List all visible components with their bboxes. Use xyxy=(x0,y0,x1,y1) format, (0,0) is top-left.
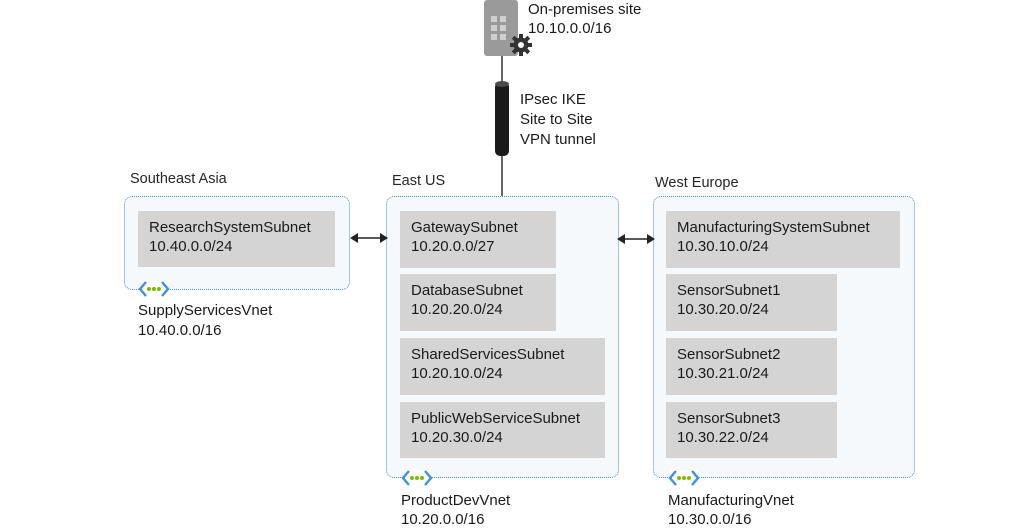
subnet-cidr: 10.30.10.0/24 xyxy=(677,238,769,255)
tunnel-label-3: VPN tunnel xyxy=(520,131,596,148)
subnet-cidr: 10.20.10.0/24 xyxy=(411,365,503,382)
subnet-sensor-3: SensorSubnet3 10.30.22.0/24 xyxy=(666,402,837,458)
vnet-manufacturing: ManufacturingSystemSubnet 10.30.10.0/24 … xyxy=(653,196,915,478)
region-west-europe: West Europe xyxy=(655,175,739,191)
tunnel-label-2: Site to Site xyxy=(520,111,593,128)
tunnel-label-1: IPsec IKE xyxy=(520,91,586,108)
subnet-sensor-1: SensorSubnet1 10.30.20.0/24 xyxy=(666,274,837,331)
onprem-cidr: 10.10.0.0/16 xyxy=(528,20,612,37)
subnet-sensor-2: SensorSubnet2 10.30.21.0/24 xyxy=(666,338,837,395)
subnet-public-web-service: PublicWebServiceSubnet 10.20.30.0/24 xyxy=(400,402,605,458)
subnet-cidr: 10.20.20.0/24 xyxy=(411,301,503,318)
vnet-name-manufacturing: ManufacturingVnet xyxy=(668,492,794,509)
vnet-cidr-product-dev: 10.20.0.0/16 xyxy=(401,511,485,528)
vnet-supply-services: ResearchSystemSubnet 10.40.0.0/24 xyxy=(124,196,350,290)
subnet-gateway: GatewaySubnet 10.20.0.0/27 xyxy=(400,211,556,268)
vnet-cidr-manufacturing: 10.30.0.0/16 xyxy=(668,511,752,528)
subnet-name: SensorSubnet3 xyxy=(677,410,781,427)
vnet-cidr-supply: 10.40.0.0/16 xyxy=(138,322,222,339)
virtual-network-icon xyxy=(401,470,433,486)
subnet-cidr: 10.20.30.0/24 xyxy=(411,429,503,446)
subnet-name: ManufacturingSystemSubnet xyxy=(677,219,870,236)
subnet-name: SharedServicesSubnet xyxy=(411,346,565,363)
subnet-name: SensorSubnet1 xyxy=(677,282,781,299)
subnet-manufacturing-system: ManufacturingSystemSubnet 10.30.10.0/24 xyxy=(666,211,900,268)
region-east-us: East US xyxy=(392,173,446,189)
virtual-network-icon xyxy=(138,281,170,297)
subnet-cidr: 10.30.22.0/24 xyxy=(677,429,769,446)
subnet-cidr: 10.40.0.0/24 xyxy=(149,238,233,255)
vnet-name-product-dev: ProductDevVnet xyxy=(401,492,511,509)
subnet-cidr: 10.30.20.0/24 xyxy=(677,301,769,318)
vnet-name-supply: SupplyServicesVnet xyxy=(138,302,273,319)
subnet-name: ResearchSystemSubnet xyxy=(149,219,311,236)
subnet-database: DatabaseSubnet 10.20.20.0/24 xyxy=(400,274,556,331)
double-arrow-icon xyxy=(617,234,655,244)
subnet-name: GatewaySubnet xyxy=(411,219,518,236)
vpn-tunnel-icon xyxy=(495,56,509,198)
virtual-network-icon xyxy=(668,470,700,486)
region-southeast-asia: Southeast Asia xyxy=(130,171,227,187)
onprem-title: On-premises site xyxy=(528,1,642,18)
subnet-shared-services: SharedServicesSubnet 10.20.10.0/24 xyxy=(400,338,605,395)
subnet-cidr: 10.30.21.0/24 xyxy=(677,365,769,382)
subnet-research-system: ResearchSystemSubnet 10.40.0.0/24 xyxy=(138,211,335,267)
double-arrow-icon xyxy=(350,233,388,243)
subnet-name: SensorSubnet2 xyxy=(677,346,781,363)
subnet-name: DatabaseSubnet xyxy=(411,282,523,299)
server-gear-icon xyxy=(484,0,532,56)
subnet-name: PublicWebServiceSubnet xyxy=(411,410,580,427)
vnet-product-dev: GatewaySubnet 10.20.0.0/27 DatabaseSubne… xyxy=(386,196,619,478)
subnet-cidr: 10.20.0.0/27 xyxy=(411,238,495,255)
